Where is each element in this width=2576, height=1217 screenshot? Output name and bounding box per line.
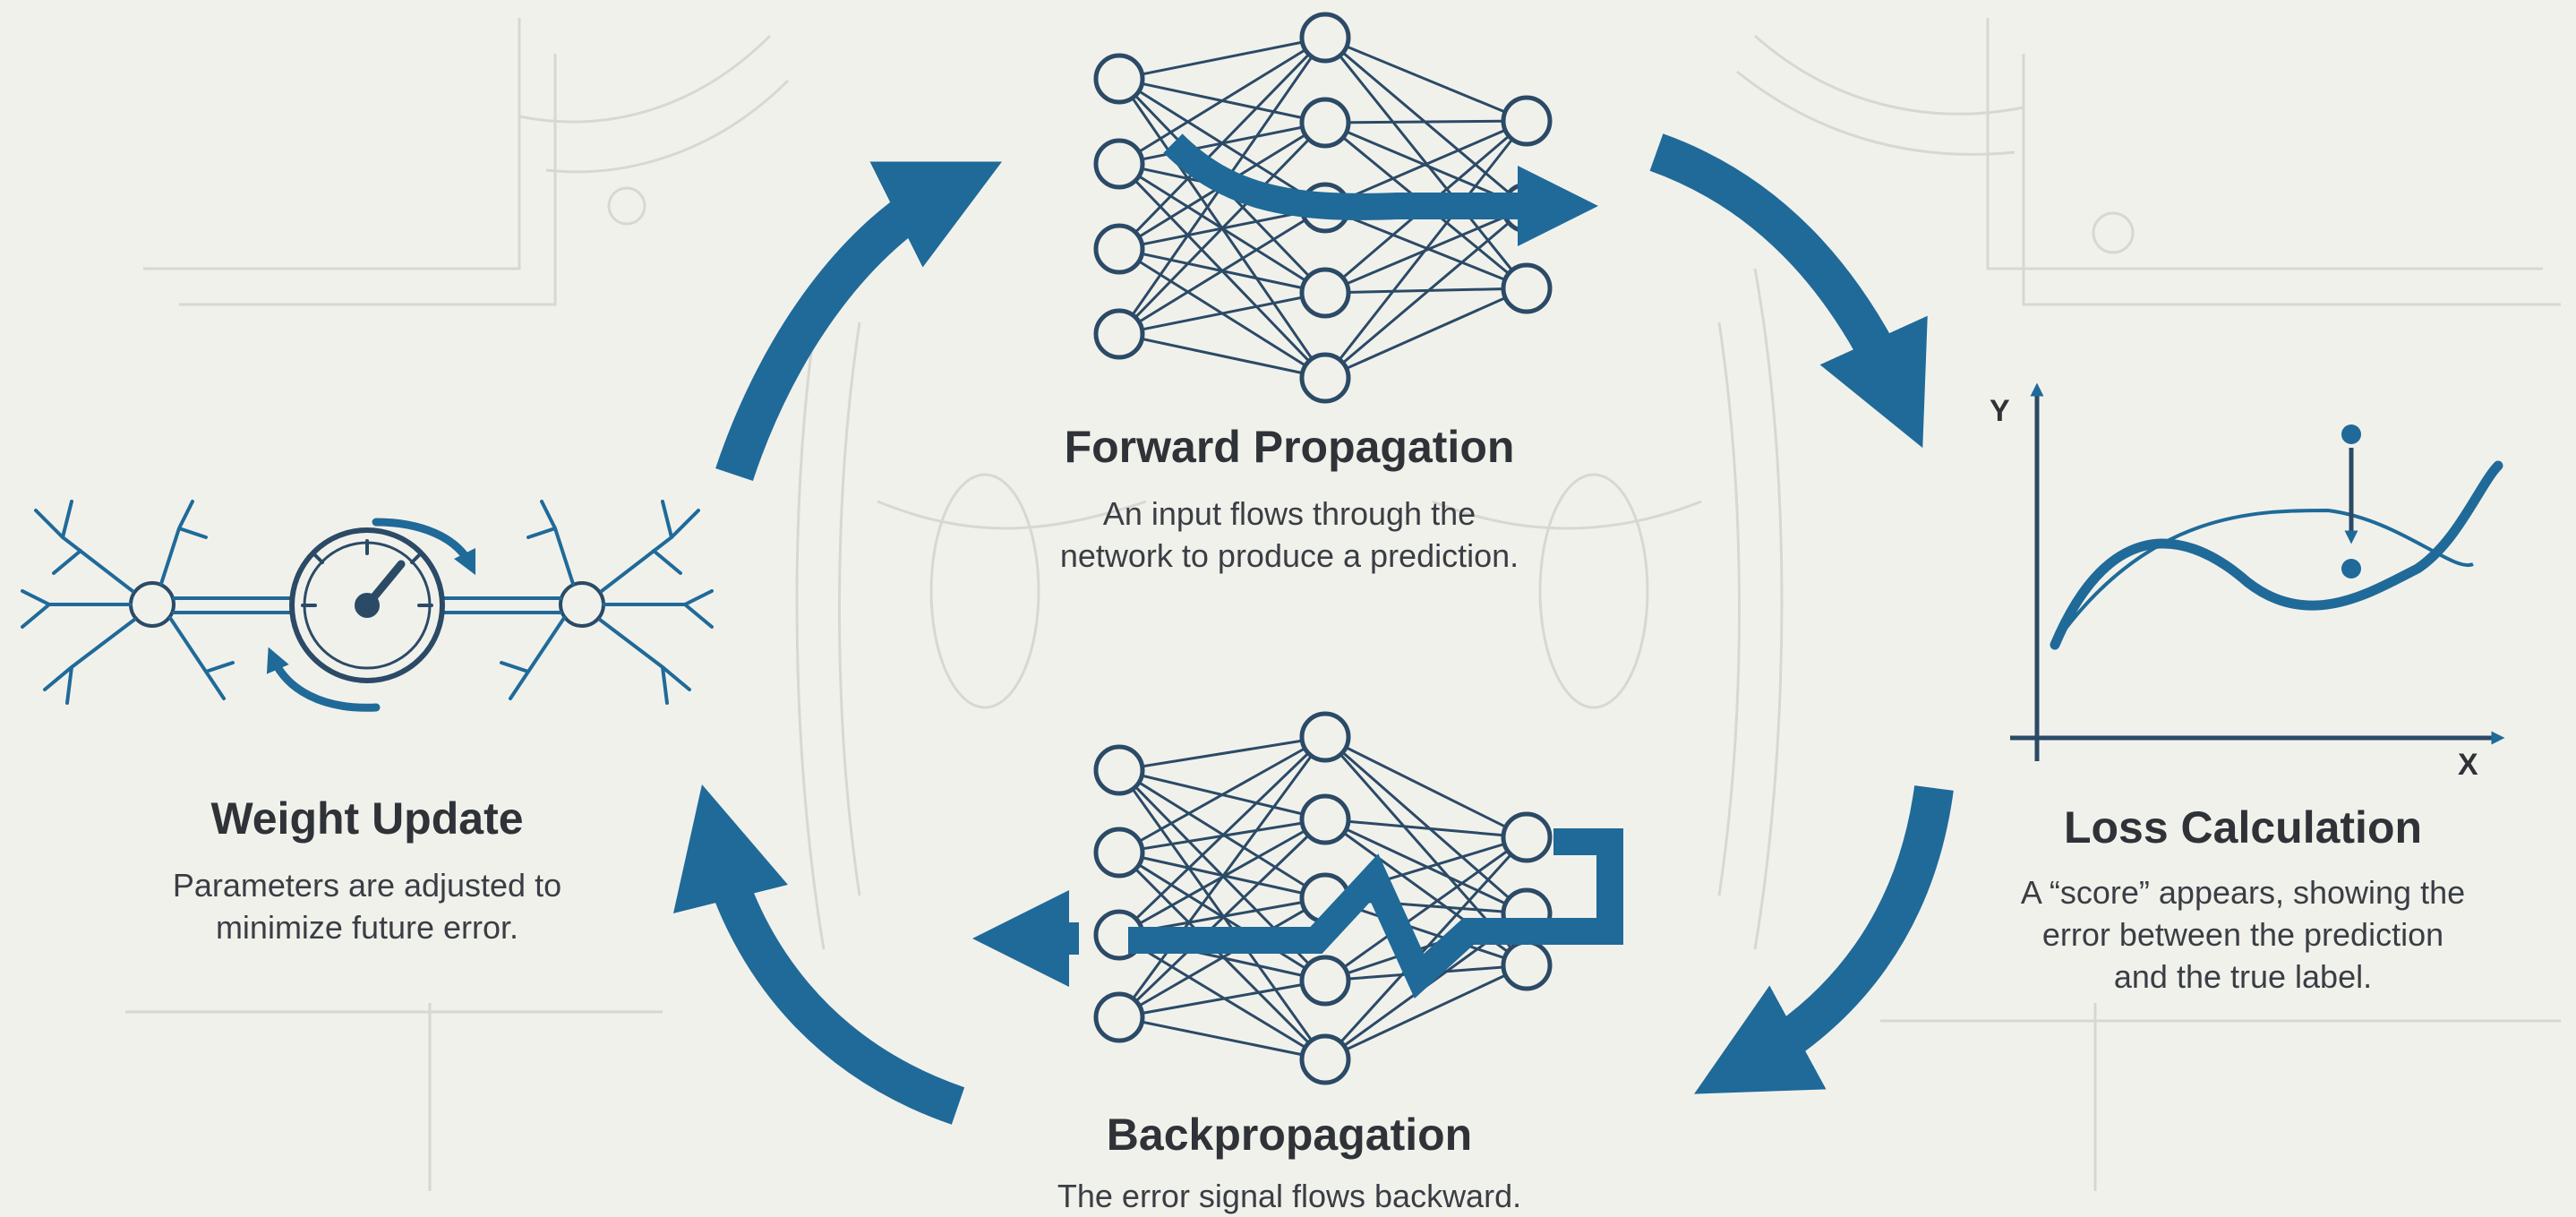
forward-propagation-title: Forward Propagation xyxy=(1064,422,1515,472)
true-label-point xyxy=(2341,559,2361,579)
cycle-arrow-loss-to-backprop xyxy=(1694,785,1954,1094)
network-connection xyxy=(1118,291,1326,336)
weight-update-title: Weight Update xyxy=(210,793,524,844)
cycle-arrow-backprop-to-weight xyxy=(673,784,965,1125)
network-node xyxy=(1501,95,1553,147)
weight-desc-line2: minimize future error. xyxy=(215,909,519,946)
network-connection xyxy=(1117,36,1327,251)
gauge-dial-icon xyxy=(289,527,445,683)
network-connection xyxy=(1118,933,1326,1061)
cycle-arrow-icon xyxy=(673,133,1954,1125)
backprop-desc-line1: The error signal flows backward. xyxy=(1057,1178,1522,1214)
network-node xyxy=(1299,711,1351,763)
network-connection xyxy=(1324,287,1528,295)
true-label-curve xyxy=(2050,460,2503,650)
network-node xyxy=(1299,1033,1351,1085)
forward-desc-line1: An input flows through the xyxy=(1102,495,1476,532)
network-node xyxy=(1299,352,1351,404)
forward-propagation-desc: An input flows through the network to pr… xyxy=(985,493,1594,577)
left-neuron-icon xyxy=(21,500,297,705)
network-node xyxy=(1093,827,1145,878)
forward-desc-line2: network to produce a prediction. xyxy=(1059,537,1519,574)
loss-calculation-desc: A “score” appears, showing the error bet… xyxy=(1947,871,2538,998)
network-node xyxy=(1299,12,1351,64)
backprop-network-icon xyxy=(1093,711,1553,1085)
network-connection xyxy=(1324,735,1528,839)
network-node xyxy=(1093,53,1145,105)
network-connection xyxy=(1118,735,1326,772)
network-node xyxy=(1299,97,1351,149)
network-connection xyxy=(1324,36,1528,123)
network-connection xyxy=(1118,36,1326,166)
network-node xyxy=(1093,991,1145,1043)
network-connection xyxy=(1324,287,1528,380)
plot-x-axis-label: X xyxy=(2458,748,2478,782)
network-connection xyxy=(1117,735,1327,937)
network-connection xyxy=(1118,206,1326,336)
network-node xyxy=(1299,267,1351,319)
cycle-arrow-forward-to-loss xyxy=(1649,133,1928,449)
network-connection xyxy=(1324,836,1528,982)
backpropagation-desc: The error signal flows backward. xyxy=(985,1175,1594,1217)
network-connection xyxy=(1118,979,1326,1019)
network-connection xyxy=(1117,818,1327,1019)
network-node xyxy=(1501,939,1553,991)
network-connection xyxy=(1118,735,1326,854)
dial-rotate-arrow-bottom xyxy=(266,647,381,712)
network-connection xyxy=(1323,836,1528,1061)
network-connection xyxy=(1118,896,1326,1019)
plot-y-axis-label: Y xyxy=(1990,394,2010,428)
network-node xyxy=(1093,223,1145,275)
network-connection xyxy=(1323,120,1528,379)
network-connection xyxy=(1117,736,1327,1018)
network-node xyxy=(1501,811,1553,863)
network-connection xyxy=(1324,735,1528,915)
forward-flow-arrow xyxy=(1163,133,1598,246)
network-node xyxy=(1299,955,1351,1007)
right-neuron-icon xyxy=(437,500,714,705)
network-connection xyxy=(1117,121,1327,336)
network-connection xyxy=(1118,1016,1326,1061)
loss-calculation-title: Loss Calculation xyxy=(2063,802,2423,853)
backprop-error-signal xyxy=(1128,828,1623,998)
network-node xyxy=(1093,308,1145,360)
network-connection xyxy=(1324,206,1528,380)
network-node xyxy=(1093,138,1145,190)
weight-desc-line1: Parameters are adjusted to xyxy=(172,867,562,904)
network-node xyxy=(1093,744,1145,796)
network-node xyxy=(1299,793,1351,845)
cycle-arrow-weight-to-forward xyxy=(715,161,1003,481)
network-connection xyxy=(1118,332,1326,380)
backpropagation-title: Backpropagation xyxy=(1106,1110,1473,1160)
network-node xyxy=(1501,262,1553,314)
neuron-dial-icon xyxy=(21,500,714,712)
network-connection xyxy=(1324,964,1528,1061)
network-connection xyxy=(1117,769,1327,1060)
background-decoration xyxy=(125,18,2561,1191)
prediction-point xyxy=(2341,424,2361,444)
loss-plot-icon xyxy=(2010,382,2505,761)
network-connection xyxy=(1117,851,1327,1061)
dial-rotate-arrow-top xyxy=(372,518,476,576)
network-connection xyxy=(1324,818,1528,839)
network-connection xyxy=(1118,36,1326,81)
network-connection xyxy=(1324,119,1528,124)
weight-update-desc: Parameters are adjusted to minimize futu… xyxy=(90,864,645,948)
loss-desc-line1: A “score” appears, showing the xyxy=(2020,874,2466,911)
loss-desc-line3: and the true label. xyxy=(2113,958,2373,995)
loss-desc-line2: error between the prediction xyxy=(2041,916,2444,953)
